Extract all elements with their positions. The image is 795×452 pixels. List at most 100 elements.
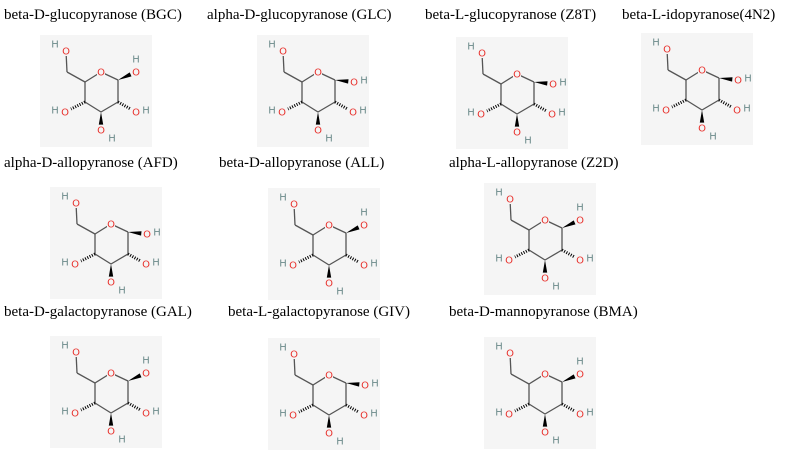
hashed-bond [287, 100, 303, 111]
atom-label: O [576, 256, 584, 267]
atom-label: H [360, 76, 368, 87]
atom-label: O [279, 47, 287, 58]
atom-label: H [552, 436, 560, 447]
bond [76, 372, 96, 384]
atom-label: H [279, 343, 287, 354]
atom-label: H [108, 134, 116, 145]
bond [283, 71, 303, 83]
hashed-bond [514, 402, 530, 413]
atom-label: O [506, 349, 514, 360]
atom-label: H [586, 408, 594, 419]
atom-label: O [289, 411, 297, 422]
bond [312, 404, 330, 416]
atom-label: O [72, 348, 80, 359]
atom-label: H [325, 134, 333, 145]
atom-label: O [142, 369, 150, 380]
atom-label: O [289, 261, 297, 272]
hashed-bond [298, 253, 314, 264]
atom-label: H [51, 106, 59, 117]
atom-label: H [152, 258, 160, 269]
atom-label: H [61, 192, 69, 203]
hashed-bond [127, 252, 142, 263]
atom-label: H [709, 132, 717, 143]
atom-label: H [552, 282, 560, 293]
label-all: beta-D-allopyranose (ALL) [219, 155, 385, 171]
atom-label: O [576, 216, 584, 227]
bond [100, 101, 119, 113]
atom-label: O [361, 381, 369, 392]
atom-label: O [505, 256, 513, 267]
bond [510, 373, 530, 385]
label-z8t: beta-L-glucopyranose (Z8T) [425, 7, 597, 23]
atom-label: O [360, 411, 368, 422]
atom-label: O [143, 230, 151, 241]
bond [516, 103, 535, 115]
atom-label: H [279, 193, 287, 204]
bond [528, 249, 546, 261]
atom-label: O [662, 106, 670, 117]
bond [482, 73, 502, 85]
label-giv: beta-L-galactopyranose (GIV) [228, 304, 410, 320]
label-z2d: alpha-L-allopyranose (Z2D) [449, 155, 619, 171]
atom-label: O [325, 429, 333, 440]
wedge-bond [128, 373, 142, 381]
atom-label: H [279, 259, 287, 270]
wedge-bond [335, 79, 349, 84]
atom-label: O [350, 78, 358, 89]
atom-label: H [495, 342, 503, 353]
atom-label: O [541, 428, 549, 439]
atom-label: H [132, 55, 140, 66]
wedge-bond [699, 110, 705, 123]
hashed-bond [561, 248, 576, 259]
bond [317, 101, 336, 113]
atom-label: O [107, 220, 115, 231]
bond [544, 249, 563, 261]
label-gal: beta-D-galactopyranose (GAL) [4, 304, 192, 320]
atom-label: O [663, 45, 671, 56]
hashed-bond [334, 100, 349, 111]
wedge-bond [326, 415, 332, 428]
atom-label: O [505, 410, 513, 421]
bond [500, 103, 518, 115]
atom-label: O [698, 66, 706, 77]
hashed-bond [561, 402, 576, 413]
atom-label: O [107, 369, 115, 380]
atom-label: H [118, 286, 126, 297]
atom-label: H [118, 435, 126, 446]
atom-label: H [359, 106, 367, 117]
hashed-bond [345, 403, 360, 414]
wedge-bond [118, 72, 132, 80]
hashed-bond [80, 252, 96, 263]
bond [544, 403, 563, 415]
atom-label: H [467, 42, 475, 53]
atom-label: O [478, 49, 486, 60]
atom-label: H [744, 74, 752, 85]
hashed-bond [718, 98, 733, 109]
atom-label: O [548, 110, 556, 121]
atom-label: O [541, 216, 549, 227]
hashed-bond [486, 102, 502, 113]
wedge-bond [562, 220, 576, 228]
atom-label: H [268, 40, 276, 51]
atom-label: O [61, 108, 69, 119]
atom-label: H [370, 409, 378, 420]
atom-label: O [360, 221, 368, 232]
atom-label: O [325, 221, 333, 232]
atom-label: O [349, 108, 357, 119]
wedge-bond [562, 374, 576, 382]
atom-label: O [513, 70, 521, 81]
bond [94, 402, 112, 414]
atom-label: O [107, 278, 115, 289]
atom-label: O [733, 106, 741, 117]
hashed-bond [298, 403, 314, 414]
bond [94, 253, 112, 265]
wedge-bond [719, 77, 733, 82]
bond [667, 69, 687, 81]
bond [110, 402, 129, 414]
